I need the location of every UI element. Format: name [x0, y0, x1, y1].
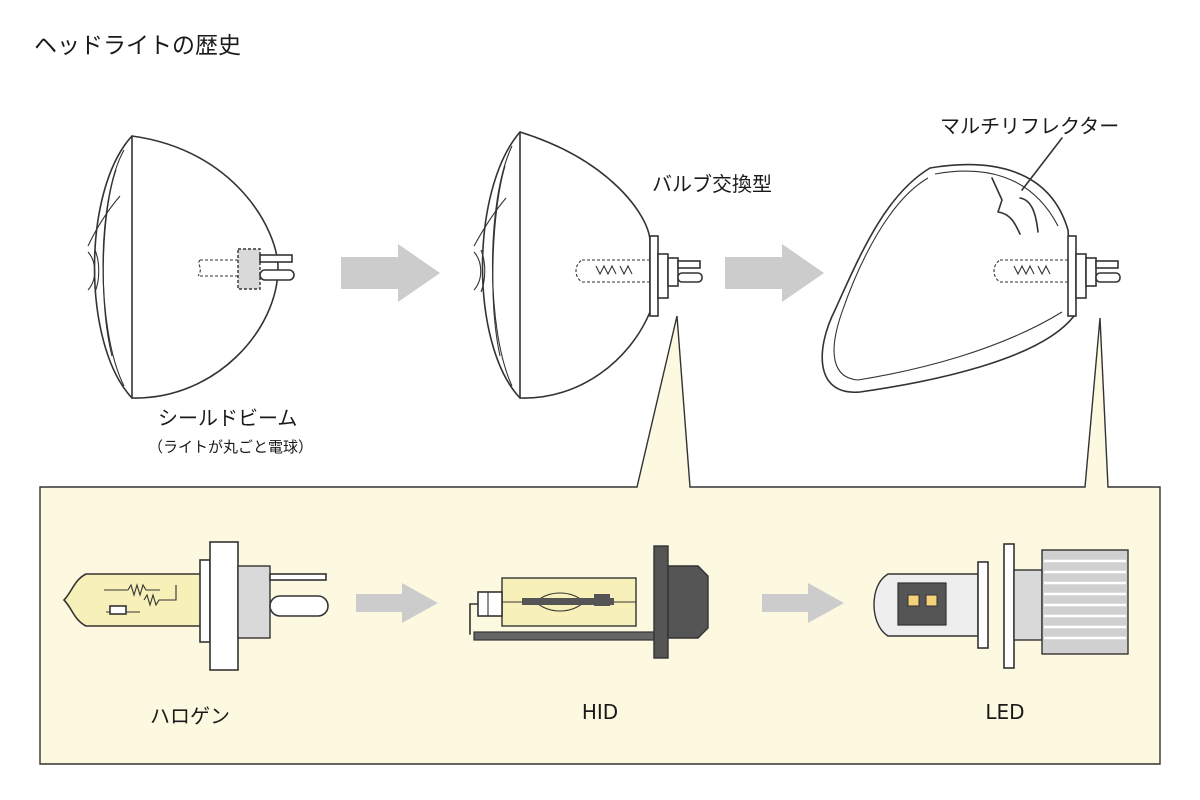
label-halogen: ハロゲン	[150, 704, 230, 728]
label-multi-reflector: マルチリフレクター	[940, 114, 1120, 138]
halogen-bulb	[62, 541, 329, 671]
bulb-replaceable-headlight	[473, 131, 703, 399]
arrow-hid-to-led	[762, 583, 844, 623]
arrow-sealed-to-replaceable	[341, 244, 440, 302]
bulb-types-panel	[39, 315, 1161, 765]
arrow-halogen-to-hid	[356, 583, 438, 623]
label-led: LED	[985, 700, 1025, 724]
multi-reflector-headlight	[821, 137, 1121, 393]
led-bulb	[873, 543, 1129, 669]
sealed-beam-headlight	[87, 135, 295, 399]
page-title: ヘッドライトの歴史	[34, 33, 241, 59]
label-sealed-beam-note: （ライトが丸ごと電球）	[148, 438, 314, 456]
led-chip	[907, 594, 920, 607]
multi-reflector-leader-line	[1021, 137, 1063, 191]
label-hid: HID	[581, 700, 619, 724]
label-sealed-beam: シールドビーム	[158, 406, 298, 430]
arrow-replaceable-to-multireflector	[725, 244, 824, 302]
hid-bulb	[469, 545, 709, 659]
led-chip	[925, 594, 938, 607]
label-bulb-replaceable: バルブ交換型	[652, 172, 772, 196]
